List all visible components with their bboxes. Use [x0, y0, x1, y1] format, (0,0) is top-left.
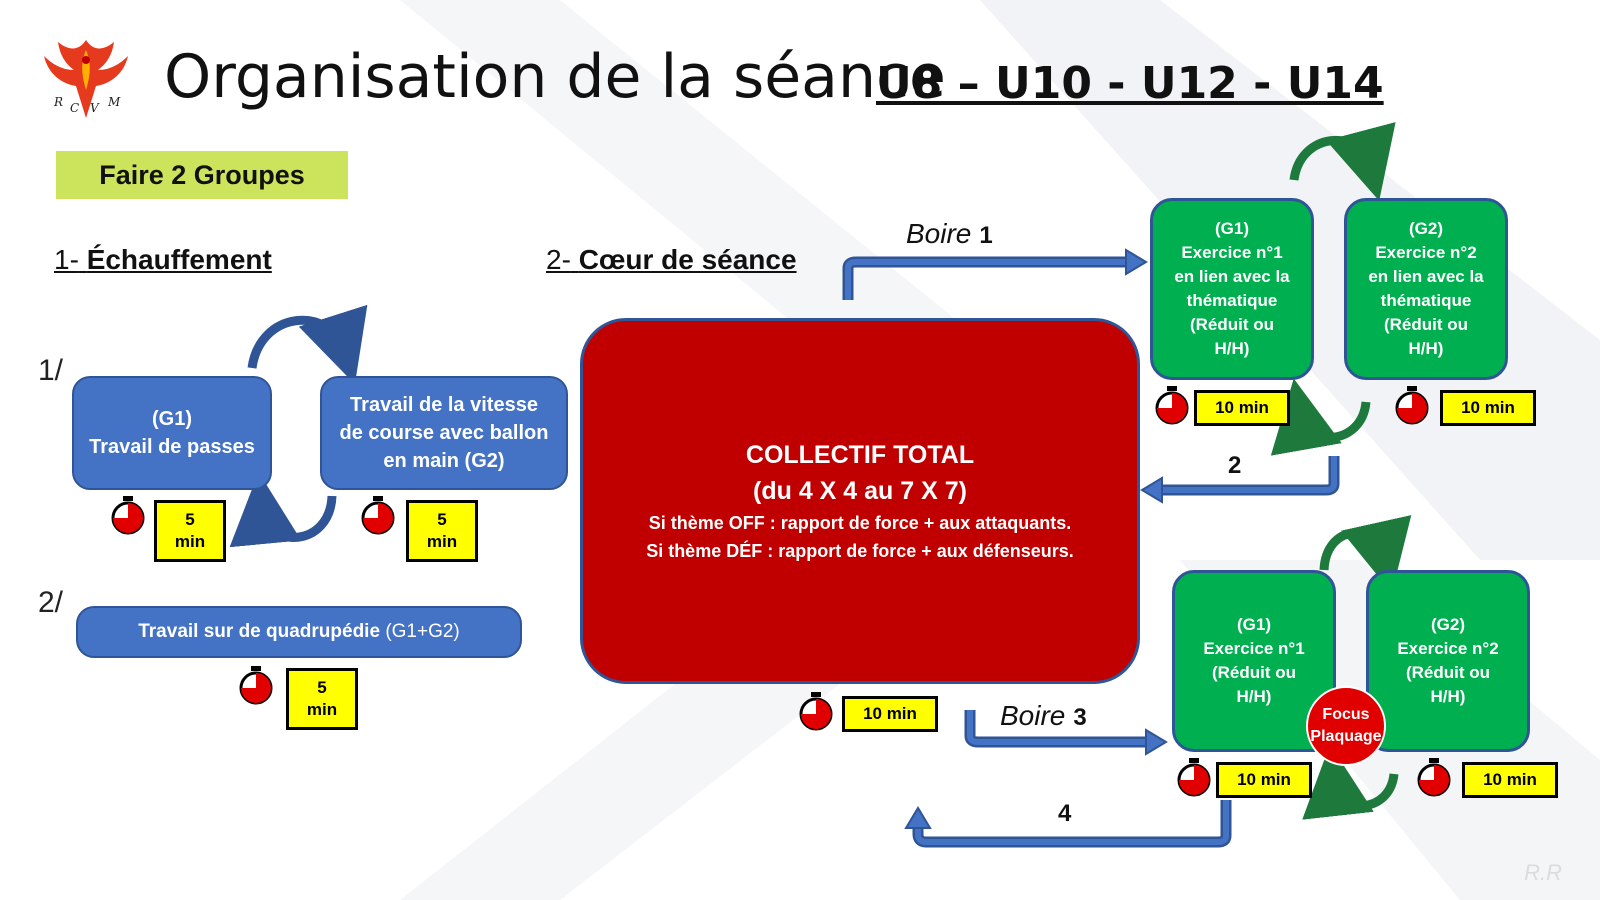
svg-text:M: M — [107, 95, 121, 109]
exercise-line: (G1) — [1237, 615, 1271, 634]
warmup-heading-text: Échauffement — [86, 244, 272, 275]
exercise-line: H/H) — [1236, 687, 1272, 706]
warmup-heading: 1- Échauffement — [54, 244, 272, 276]
stopwatch-icon — [1395, 386, 1429, 425]
quadrupedie-groups: (G1+G2) — [385, 621, 460, 642]
focus-line: Plaquage — [1310, 728, 1382, 745]
core-theme-def: Si thème DÉF : rapport de force + aux dé… — [646, 541, 1074, 561]
drink-label-1: Boire 1 — [906, 218, 993, 250]
exercise-line: H/H) — [1214, 339, 1250, 358]
core-heading: 2- Cœur de séance — [546, 244, 797, 276]
cycle-arrow-icon — [247, 304, 368, 385]
timer-value: 5 — [437, 510, 447, 529]
phoenix-logo: R C V M — [44, 40, 128, 118]
timer-value: 5 — [185, 510, 195, 529]
g1-exercise-text: Travail de passes — [89, 436, 255, 458]
cycle-arrow-icon — [229, 472, 337, 548]
cycle-arrow-icon — [1270, 378, 1371, 456]
cycle-arrow-icon — [1289, 121, 1396, 201]
stopwatch-icon — [111, 496, 145, 535]
core-collectif-box: COLLECTIF TOTAL (du 4 X 4 au 7 X 7) Si t… — [580, 318, 1140, 684]
warmup-g2-box: Travail de la vitesse de course avec bal… — [320, 376, 568, 490]
core-timer: 10 min — [842, 696, 938, 732]
exercise-line: Exercice n°1 — [1181, 243, 1283, 262]
exercise-line: thématique — [1380, 291, 1472, 310]
step-number-4: 4 — [1058, 800, 1072, 827]
top-timer-g1: 10 min — [1194, 390, 1290, 426]
warmup-timer-g2: 5 min — [406, 500, 478, 562]
stopwatch-icon — [799, 692, 833, 731]
warmup-timer-g1: 5 min — [154, 500, 226, 562]
top-exercise-g1-box: (G1) Exercice n°1 en lien avec la thémat… — [1150, 198, 1314, 380]
age-categories: U8 – U10 - U12 - U14 — [876, 58, 1384, 109]
step-number: 1 — [979, 222, 993, 249]
cycle-arrow-icon — [1302, 744, 1399, 820]
timer-value: 5 — [317, 678, 327, 697]
exercise-line: (G1) — [1215, 219, 1249, 238]
step-number-2: 2 — [1228, 452, 1242, 479]
warmup-g1-box: (G1) Travail de passes — [72, 376, 272, 490]
warmup-heading-number: 1- — [54, 244, 79, 275]
stopwatch-icon — [239, 666, 273, 705]
exercise-line: H/H) — [1408, 339, 1444, 358]
drink-text: Boire — [1000, 700, 1066, 731]
stopwatch-icon — [1177, 758, 1211, 797]
exercise-line: Exercice n°2 — [1375, 243, 1477, 262]
quadrupedie-text: Travail sur de quadrupédie — [138, 621, 381, 642]
bottom-exercise-g2-box: (G2) Exercice n°2 (Réduit ou H/H) — [1366, 570, 1530, 752]
stopwatch-icon — [361, 496, 395, 535]
cycle-arrow-icon — [1319, 515, 1412, 594]
bottom-timer-g2: 10 min — [1462, 762, 1558, 798]
flow-arrow-icon — [1160, 456, 1340, 496]
exercise-line: Exercice n°1 — [1203, 639, 1305, 658]
g2-exercise-text: Travail de la vitesse de course avec bal… — [339, 394, 549, 472]
exercise-line: (Réduit ou — [1211, 663, 1297, 682]
core-theme-off: Si thème OFF : rapport de force + aux at… — [648, 513, 1072, 533]
drink-label-3: Boire 3 — [1000, 700, 1087, 732]
stopwatch-icon — [1155, 386, 1189, 425]
quadrupedie-timer: 5 min — [286, 668, 358, 730]
drink-text: Boire — [906, 218, 972, 249]
core-heading-number: 2- — [546, 244, 571, 275]
exercise-line: (Réduit ou — [1189, 315, 1275, 334]
top-exercise-g2-box: (G2) Exercice n°2 en lien avec la thémat… — [1344, 198, 1508, 380]
svg-text:R: R — [53, 95, 63, 109]
step-number: 3 — [1073, 704, 1087, 731]
timer-unit: min — [306, 700, 338, 719]
core-subtitle: (du 4 X 4 au 7 X 7) — [753, 477, 967, 505]
g1-label: (G1) — [152, 408, 192, 430]
svg-text:C: C — [70, 101, 79, 115]
top-timer-g2: 10 min — [1440, 390, 1536, 426]
watermark: R.R — [1524, 860, 1562, 885]
exercise-line: thématique — [1186, 291, 1278, 310]
focus-line: Focus — [1322, 706, 1370, 723]
part1-label: 1/ — [38, 354, 64, 387]
exercise-line: en lien avec la — [1368, 267, 1484, 286]
core-title: COLLECTIF TOTAL — [745, 441, 975, 469]
timer-unit: min — [174, 532, 206, 551]
exercise-line: (Réduit ou — [1383, 315, 1469, 334]
part2-label: 2/ — [38, 586, 64, 619]
quadrupedie-box: Travail sur de quadrupédie (G1+G2) — [76, 606, 522, 658]
flow-arrow-icon — [842, 256, 1128, 300]
exercise-line: H/H) — [1430, 687, 1466, 706]
stopwatch-icon — [1417, 758, 1451, 797]
exercise-line: (G2) — [1431, 615, 1465, 634]
bottom-timer-g1: 10 min — [1216, 762, 1312, 798]
exercise-line: (G2) — [1409, 219, 1443, 238]
core-heading-text: Cœur de séance — [578, 244, 797, 275]
exercise-line: en lien avec la — [1174, 267, 1290, 286]
svg-text:V: V — [90, 101, 100, 115]
flow-arrow-icon — [912, 800, 1232, 848]
groups-badge: Faire 2 Groupes — [56, 151, 348, 199]
exercise-line: (Réduit ou — [1405, 663, 1491, 682]
page-title: Organisation de la séance — [164, 42, 946, 112]
exercise-line: Exercice n°2 — [1397, 639, 1499, 658]
timer-unit: min — [426, 532, 458, 551]
